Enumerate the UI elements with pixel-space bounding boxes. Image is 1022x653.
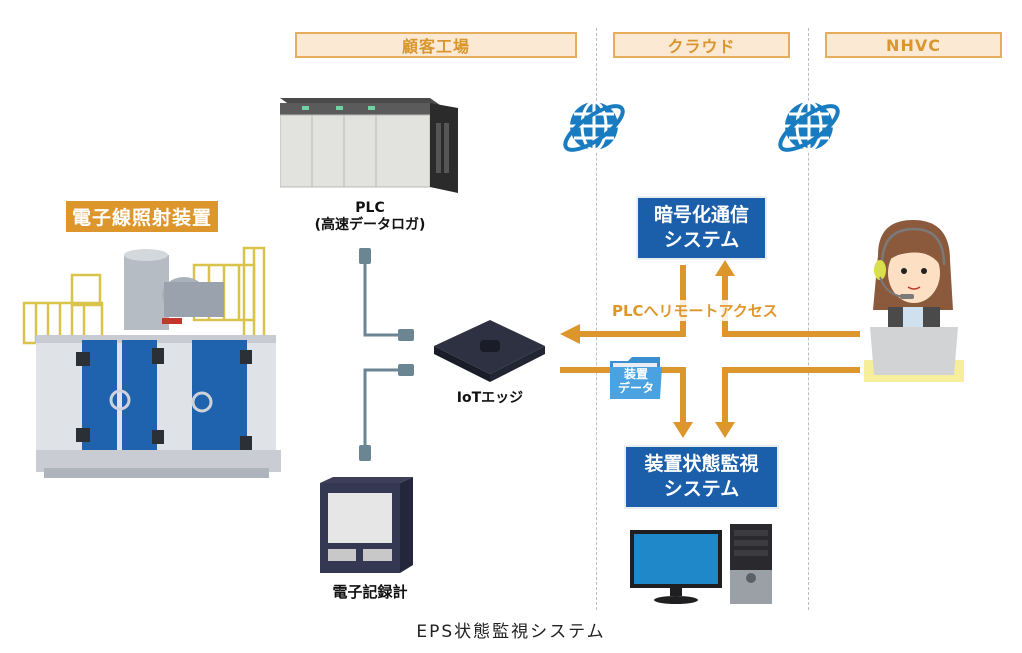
device-data-line1: 装置 xyxy=(623,367,648,381)
zone-header-customer-factory: 顧客工場 xyxy=(295,32,577,58)
iot-edge-device-icon xyxy=(434,320,545,382)
arrow-nhvc-to-monitor xyxy=(722,367,860,425)
zone-header-cloud: クラウド xyxy=(613,32,790,58)
data-flow-arrows xyxy=(560,260,860,438)
arrow-remote-to-encrypted xyxy=(722,274,860,337)
electron-beam-equipment-image xyxy=(22,246,281,478)
zone-header-label: 顧客工場 xyxy=(401,37,470,56)
status-monitor-line1: 装置状態監視 xyxy=(644,453,759,475)
plc-caption-line2: (高速データロガ) xyxy=(314,217,426,233)
encrypted-comm-line2: システム xyxy=(663,229,740,251)
recorder-label: 電子記録計 xyxy=(332,583,408,601)
zone-divider xyxy=(596,28,597,610)
zone-header-label: クラウド xyxy=(667,37,736,56)
plc-caption: PLC (高速データロガ) xyxy=(290,200,450,234)
globe-icon xyxy=(778,100,840,152)
arrow-iot-to-monitor xyxy=(560,367,686,425)
equipment-label: 電子線照射装置 xyxy=(66,201,219,232)
device-data-folder-icon: 装置 データ xyxy=(608,355,664,401)
figure-caption: EPS状態監視システム xyxy=(416,622,606,642)
plc-caption-line1: PLC xyxy=(355,200,385,216)
operator-person-icon xyxy=(864,220,964,382)
device-data-line2: データ xyxy=(617,381,654,395)
remote-access-label: PLCへリモートアクセス xyxy=(610,300,780,321)
cable-connections xyxy=(359,248,414,461)
electronic-recorder-image xyxy=(320,477,413,573)
encrypted-comm-line1: 暗号化通信 xyxy=(653,204,749,226)
zone-header-nhvc: NHVC xyxy=(825,32,1002,58)
arrow-encrypted-to-iot xyxy=(578,265,686,337)
status-monitor-line2: システム xyxy=(663,478,740,500)
globe-icon xyxy=(563,100,625,152)
zone-divider xyxy=(808,28,809,610)
encrypted-comm-system-box: 暗号化通信 システム xyxy=(636,196,767,260)
iot-edge-label: IoTエッジ xyxy=(456,390,524,406)
status-monitor-system-box: 装置状態監視 システム xyxy=(624,445,779,509)
desktop-computer-icon xyxy=(630,524,772,604)
plc-image xyxy=(280,98,458,193)
zone-header-label: NHVC xyxy=(886,35,941,55)
